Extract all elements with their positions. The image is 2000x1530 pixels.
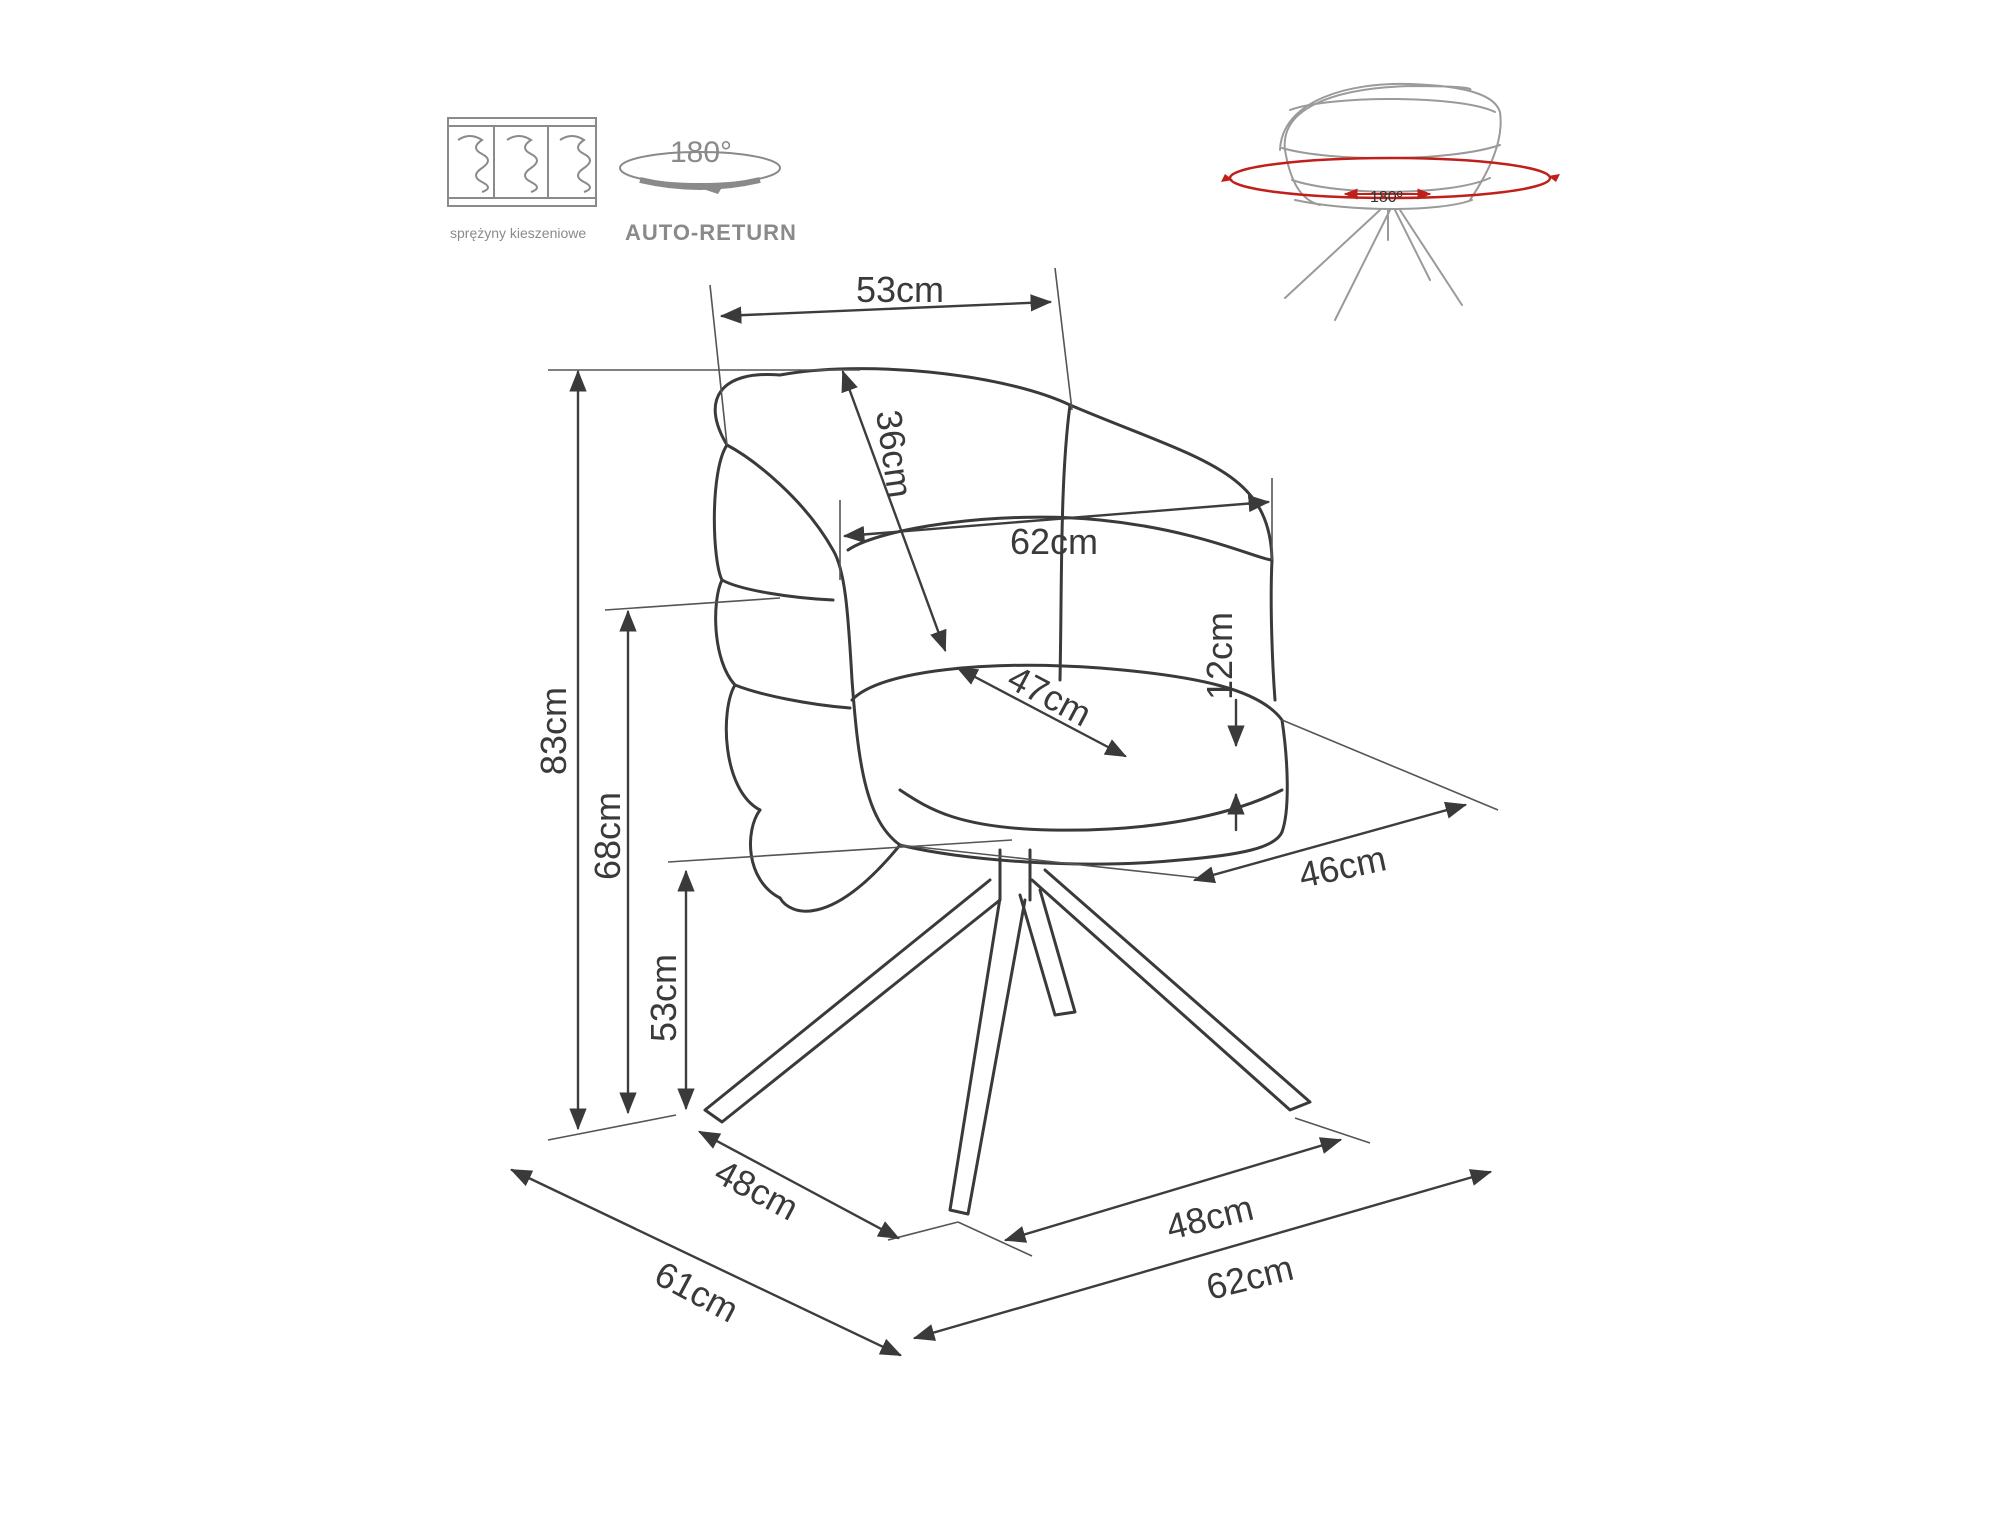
seat-thickness-label: 12cm bbox=[1199, 612, 1240, 700]
armrest-height-label: 68cm bbox=[587, 792, 628, 880]
backrest-width-label: 53cm bbox=[856, 269, 944, 310]
seat-depth-label: 47cm bbox=[1001, 657, 1098, 735]
dimension-lines bbox=[510, 267, 1499, 1357]
chair-drawing bbox=[703, 367, 1312, 1216]
seat-height-label: 53cm bbox=[643, 954, 684, 1042]
total-width-label: 62cm bbox=[1202, 1247, 1297, 1308]
rotation-thumbnail bbox=[1221, 82, 1560, 321]
rotation-degrees-label: 180° bbox=[670, 136, 732, 169]
total-depth-label: 61cm bbox=[648, 1253, 745, 1331]
backrest-height-label: 36cm bbox=[868, 407, 921, 500]
auto-return-icon bbox=[619, 151, 781, 194]
springs-label: sprężyny kieszeniowe bbox=[450, 225, 586, 241]
armrest-width-label: 62cm bbox=[1010, 521, 1098, 562]
pocket-springs-icon bbox=[447, 117, 597, 207]
auto-return-label: AUTO-RETURN bbox=[625, 220, 797, 245]
thumbnail-rotation-label: 180º bbox=[1370, 189, 1403, 206]
total-height-label: 83cm bbox=[533, 687, 574, 775]
base-width-label: 48cm bbox=[1162, 1187, 1257, 1248]
seat-width-label: 46cm bbox=[1295, 837, 1390, 895]
